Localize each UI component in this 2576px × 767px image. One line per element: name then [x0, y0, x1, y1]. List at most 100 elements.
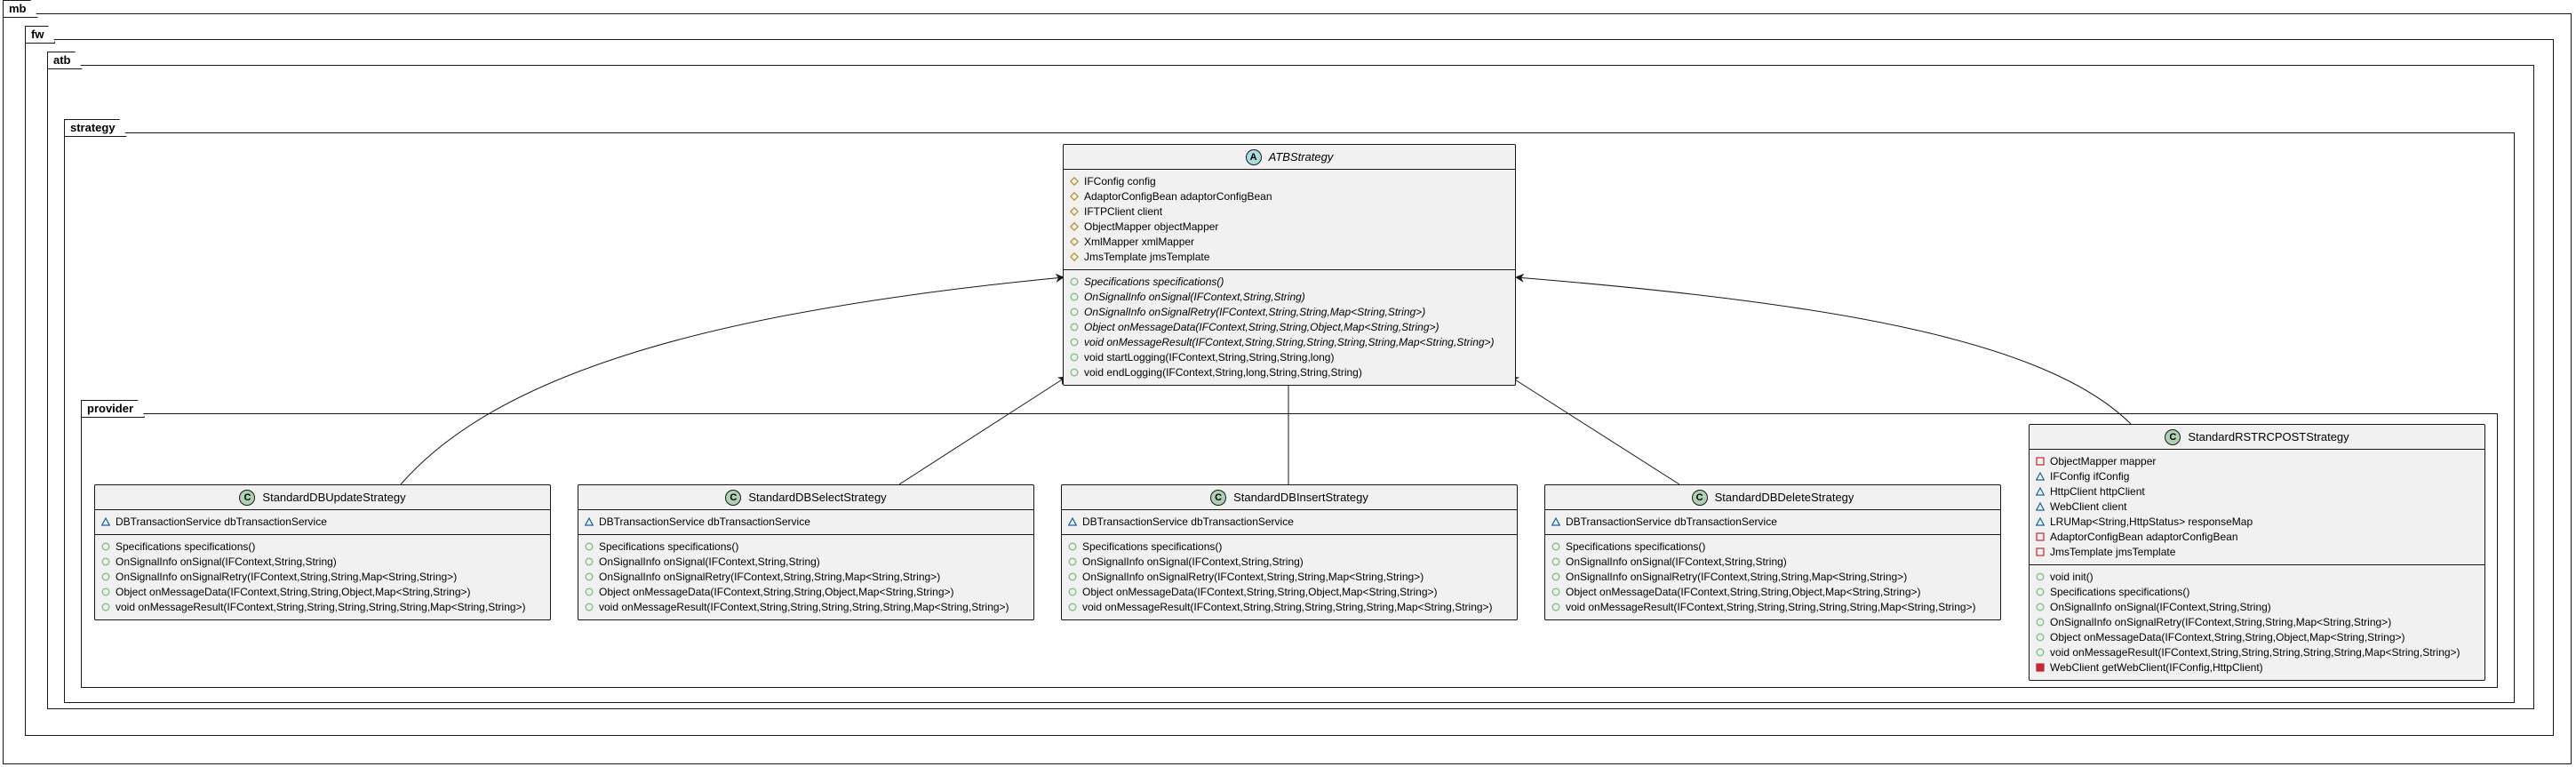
- methods-section: Specifications specifications()OnSignalI…: [578, 535, 1033, 619]
- package-visibility-icon: [2035, 486, 2045, 496]
- member-text: ObjectMapper mapper: [2050, 454, 2157, 467]
- public-visibility-icon: [1069, 292, 1079, 301]
- public-visibility-icon: [1069, 276, 1079, 286]
- class-member: Object onMessageData(IFContext,String,St…: [1069, 319, 1510, 334]
- package-strategy: [64, 132, 2515, 703]
- package-visibility-icon: [2035, 471, 2045, 481]
- class-member: OnSignalInfo onSignalRetry(IFContext,Str…: [2035, 614, 2479, 629]
- member-text: XmlMapper xmlMapper: [1084, 235, 1195, 248]
- package-visibility-icon: [1067, 516, 1077, 526]
- member-text: Specifications specifications(): [2050, 585, 2190, 598]
- class-member: OnSignalInfo onSignal(IFContext,String,S…: [100, 554, 545, 569]
- class-badge-icon: C: [2165, 428, 2181, 445]
- class-member: void onMessageResult(IFContext,String,St…: [100, 599, 545, 614]
- edge-rest-to-atb: [1515, 273, 2132, 425]
- public-visibility-icon: [1551, 571, 1560, 581]
- member-text: void onMessageResult(IFContext,String,St…: [1566, 600, 1976, 613]
- fields-section: DBTransactionService dbTransactionServic…: [1062, 510, 1517, 535]
- class-member: Specifications specifications(): [584, 539, 1028, 554]
- public-visibility-icon: [1069, 337, 1079, 347]
- public-visibility-icon: [100, 541, 110, 551]
- public-visibility-icon: [1069, 352, 1079, 362]
- public-visibility-icon: [584, 587, 594, 596]
- class-member: HttpClient httpClient: [2035, 483, 2479, 499]
- package-strategy-tab: strategy: [64, 119, 127, 137]
- public-visibility-icon: [100, 602, 110, 611]
- methods-section: void init() Specifications specifications…: [2030, 565, 2484, 680]
- member-text: void onMessageResult(IFContext,String,St…: [1084, 335, 1495, 348]
- class-member: Specifications specifications(): [1067, 539, 1511, 554]
- package-provider: [81, 413, 2498, 688]
- package-visibility-icon: [584, 516, 594, 526]
- class-member: void onMessageResult(IFContext,String,St…: [2035, 644, 2479, 659]
- member-text: OnSignalInfo onSignal(IFContext,String,S…: [2050, 600, 2271, 613]
- member-text: DBTransactionService dbTransactionServic…: [599, 515, 810, 528]
- methods-section: Specifications specifications()OnSignalI…: [95, 535, 550, 619]
- class-member: Specifications specifications(): [2035, 584, 2479, 599]
- class-name: StandardRSTRCPOSTStrategy: [2188, 430, 2349, 443]
- package-visibility-icon: [100, 516, 110, 526]
- class-member: void endLogging(IFContext,String,long,St…: [1069, 364, 1510, 380]
- class-member: AdaptorConfigBean adaptorConfigBean: [2035, 529, 2479, 544]
- member-text: IFConfig config: [1084, 174, 1156, 188]
- public-visibility-icon: [100, 587, 110, 596]
- member-text: AdaptorConfigBean adaptorConfigBean: [2050, 530, 2238, 543]
- methods-section: Specifications specifications()OnSignalI…: [1064, 270, 1515, 385]
- fields-section: DBTransactionService dbTransactionServic…: [95, 510, 550, 535]
- class-member: OnSignalInfo onSignal(IFContext,String,S…: [1069, 289, 1510, 304]
- public-visibility-icon: [1069, 322, 1079, 332]
- class-name: StandardDBInsertStrategy: [1233, 491, 1368, 504]
- edge-select-to-atb: [898, 376, 1067, 485]
- member-text: AdaptorConfigBean adaptorConfigBean: [1084, 189, 1272, 203]
- public-visibility-icon: [1551, 556, 1560, 566]
- member-text: ObjectMapper objectMapper: [1084, 220, 1219, 233]
- member-text: void init(): [2050, 570, 2093, 583]
- fields-section: DBTransactionService dbTransactionServic…: [1545, 510, 2000, 535]
- edge-update-to-atb: [400, 273, 1065, 485]
- member-text: Object onMessageData(IFContext,String,St…: [1084, 320, 1440, 333]
- class-member: Object onMessageData(IFContext,String,St…: [100, 584, 545, 599]
- protected-visibility-icon: [1069, 236, 1079, 246]
- class-member: Object onMessageData(IFContext,String,St…: [1067, 584, 1511, 599]
- package-visibility-icon: [2035, 501, 2045, 511]
- public-visibility-icon: [100, 556, 110, 566]
- class-member: IFConfig ifConfig: [2035, 468, 2479, 483]
- fields-section: DBTransactionService dbTransactionServic…: [578, 510, 1033, 535]
- class-member: OnSignalInfo onSignal(IFContext,String,S…: [1067, 554, 1511, 569]
- package-atb: [47, 65, 2534, 709]
- package-atb-tab: atb: [47, 52, 83, 69]
- edge-delete-to-atb: [1510, 376, 1680, 485]
- member-text: Specifications specifications(): [599, 539, 739, 553]
- member-text: LRUMap<String,HttpStatus> responseMap: [2050, 515, 2253, 528]
- package-fw-tab: fw: [25, 26, 55, 44]
- private-visibility-icon: [2035, 456, 2045, 466]
- class-member: Object onMessageData(IFContext,String,St…: [584, 584, 1028, 599]
- private-method-visibility-icon: [2035, 662, 2045, 672]
- class-member: AdaptorConfigBean adaptorConfigBean: [1069, 188, 1510, 204]
- class-member: JmsTemplate jmsTemplate: [2035, 544, 2479, 559]
- public-visibility-icon: [2035, 587, 2045, 596]
- member-text: void onMessageResult(IFContext,String,St…: [1082, 600, 1493, 613]
- member-text: Object onMessageData(IFContext,String,St…: [2050, 630, 2405, 643]
- public-visibility-icon: [2035, 571, 2045, 581]
- package-mb: [3, 13, 2572, 764]
- member-text: WebClient client: [2050, 499, 2127, 513]
- public-visibility-icon: [584, 571, 594, 581]
- public-visibility-icon: [1067, 571, 1077, 581]
- class-name: ATBStrategy: [1268, 150, 1334, 164]
- member-text: OnSignalInfo onSignalRetry(IFContext,Str…: [1082, 570, 1424, 583]
- protected-visibility-icon: [1069, 176, 1079, 186]
- member-text: void onMessageResult(IFContext,String,St…: [116, 600, 526, 613]
- package-visibility-icon: [2035, 516, 2045, 526]
